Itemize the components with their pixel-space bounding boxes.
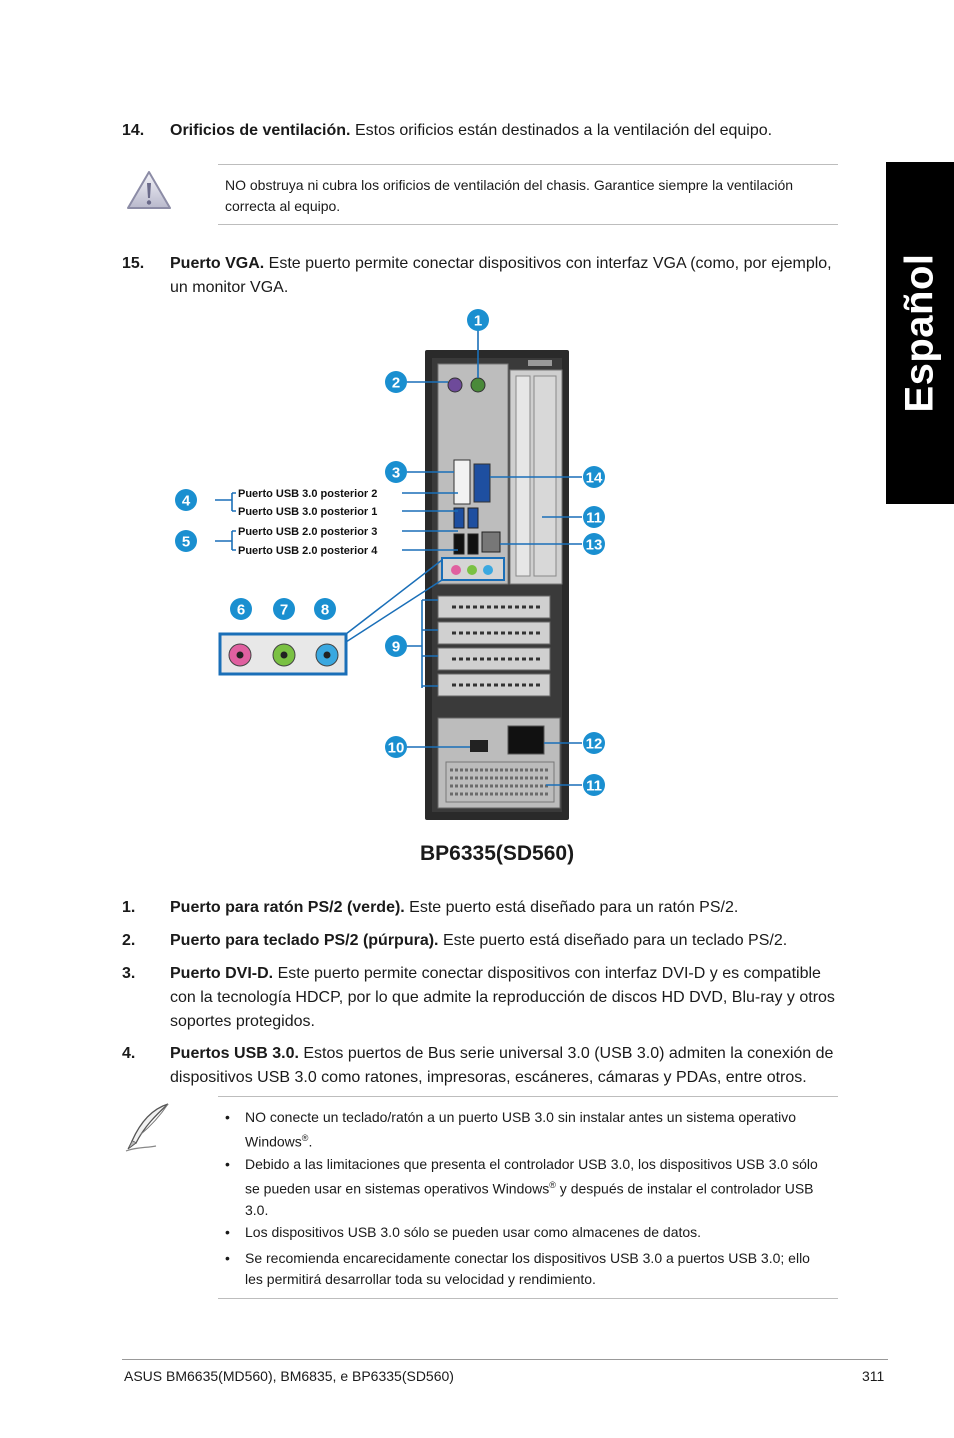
item-text: Orificios de ventilación. Estos orificio… [170,119,840,143]
divider [218,1096,838,1097]
diagram-caption: BP6335(SD560) [420,842,575,865]
item-title: Puerto DVI-D. [170,965,274,982]
callout-10: 10 [388,740,405,757]
item-description: Este puerto está diseñado para un ratón … [404,899,739,916]
divider [218,1298,838,1299]
label-usb30-rear2: Puerto USB 3.0 posterior 2 [238,488,377,500]
callout-11: 11 [586,510,602,527]
callout-1: 1 [474,313,482,330]
callout-7: 7 [280,602,288,619]
callout-11b: 11 [586,778,602,795]
item-text: Puerto para teclado PS/2 (púrpura). Este… [170,929,840,953]
item-title: Puerto VGA. [170,255,265,272]
page-number: 311 [862,1368,885,1384]
item-title: Puerto para teclado PS/2 (púrpura). [170,932,439,949]
item-description: Este puerto está diseñado para un teclad… [438,932,788,949]
audio-zoom [218,559,443,676]
language-tab-label: Español [897,253,942,413]
callout-13: 13 [586,537,603,554]
footer-rule [122,1359,888,1360]
callout-9: 9 [392,639,400,656]
item-number: 2. [122,932,136,949]
leader-lines [215,328,582,786]
divider [218,224,838,225]
callout-2: 2 [392,375,400,392]
item-text: Puerto VGA. Este puerto permite conectar… [170,252,840,300]
chassis [425,350,569,820]
item-description: Estos puertos de Bus serie universal 3.0… [170,1045,834,1086]
item-description: Estos orificios están destinados a la ve… [350,122,773,139]
item-text: Puertos USB 3.0. Estos puertos de Bus se… [170,1042,840,1090]
label-usb20-rear4: Puerto USB 2.0 posterior 4 [238,545,378,557]
item-number: 1. [122,899,136,916]
item-text: Puerto para ratón PS/2 (verde). Este pue… [170,896,840,920]
warning-text: NO obstruya ni cubra los orificios de ve… [225,177,794,214]
item-number: 3. [122,965,136,982]
callout-3: 3 [392,465,400,482]
callout-markers: 1 2 3 4 5 6 7 8 9 10 11 11 12 13 14 [175,309,605,796]
note-pen-icon [122,1101,172,1158]
item-description: Este puerto permite conectar dispositivo… [170,965,835,1030]
callout-4: 4 [182,493,191,510]
item-number: 14. [122,122,145,139]
callout-8: 8 [321,602,329,619]
label-usb30-rear1: Puerto USB 3.0 posterior 1 [238,506,377,518]
callout-6: 6 [237,602,245,619]
warning-icon [126,169,172,216]
callout-5: 5 [182,534,190,551]
divider [218,164,838,165]
item-title: Puertos USB 3.0. [170,1045,299,1062]
label-usb20-rear3: Puerto USB 2.0 posterior 3 [238,526,377,538]
usb-labels: Puerto USB 3.0 posterior 2 Puerto USB 3.… [236,486,402,557]
item-title: Orificios de ventilación. [170,122,351,139]
callout-12: 12 [586,736,603,753]
item-description: Este puerto permite conectar dispositivo… [170,255,832,296]
item-number: 15. [122,255,145,272]
callout-14: 14 [586,470,603,487]
footer-title: ASUS BM6635(MD560), BM6835, e BP6335(SD5… [124,1368,454,1384]
language-tab: Español [886,162,954,504]
rear-panel-diagram: 1 2 3 4 5 6 7 8 9 10 11 11 12 13 14 Puer… [170,300,620,835]
item-title: Puerto para ratón PS/2 (verde). [170,899,405,916]
item-text: Puerto DVI-D. Este puerto permite conect… [170,962,840,1034]
item-number: 4. [122,1045,136,1062]
